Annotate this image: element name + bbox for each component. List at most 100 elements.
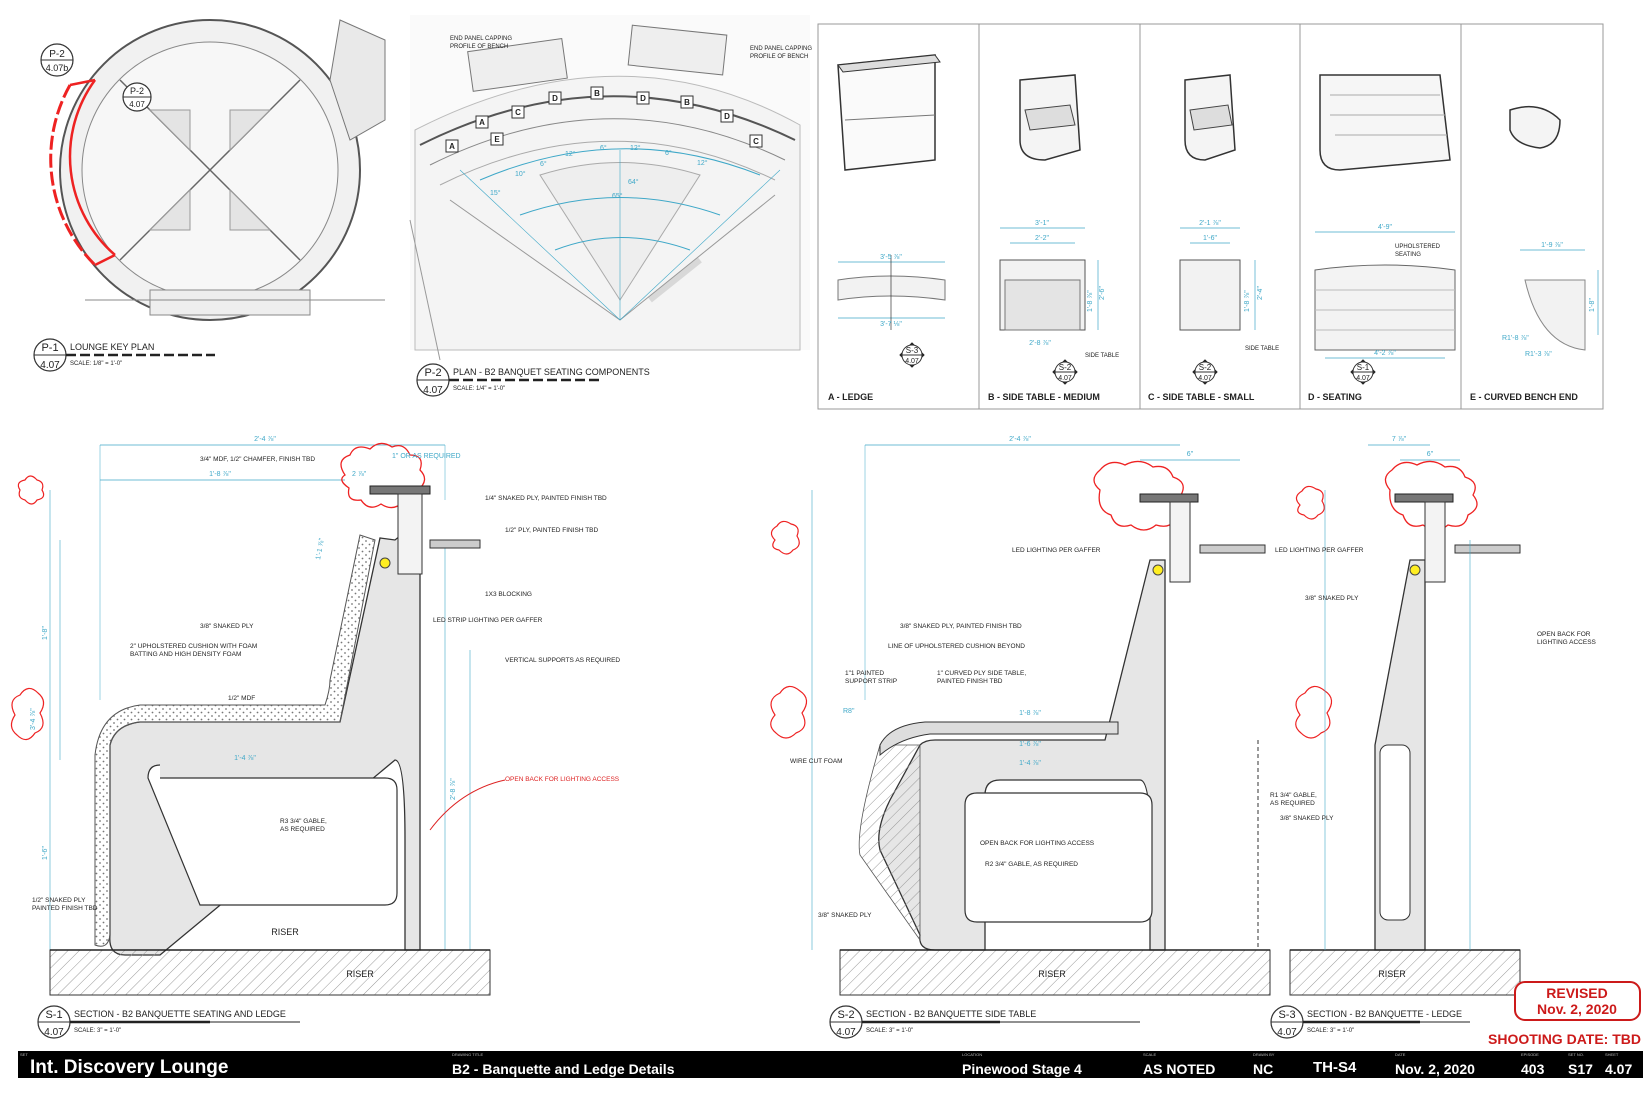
svg-text:LED LIGHTING PER GAFFER: LED LIGHTING PER GAFFER (1275, 547, 1364, 554)
svg-text:2'-6": 2'-6" (1099, 286, 1106, 300)
revision-stamp: REVISED Nov. 2, 2020 (1514, 981, 1641, 1021)
svg-text:64°: 64° (628, 178, 639, 186)
section-s3 (1289, 444, 1521, 996)
svg-text:3/8" SNAKED PLY, PAINTED FINIS: 3/8" SNAKED PLY, PAINTED FINISH TBD (900, 623, 1022, 630)
component-a-label: A - LEDGE (828, 392, 873, 402)
svg-text:SEATING: SEATING (1395, 252, 1421, 258)
svg-text:PROFILE OF BENCH: PROFILE OF BENCH (750, 54, 808, 60)
svg-text:6°: 6° (665, 149, 672, 157)
component-e-curved-bench-end: 1'-9 ⅞" 1'-8" R1'-8 ⅞" R1'-3 ⅞" E - CURV… (1470, 105, 1599, 402)
svg-text:1'-1 ⅞": 1'-1 ⅞" (315, 537, 326, 560)
svg-text:4.07: 4.07 (44, 1027, 64, 1038)
svg-text:6°: 6° (600, 144, 607, 152)
svg-text:Nov. 2, 2020: Nov. 2, 2020 (1537, 1001, 1617, 1017)
svg-text:1'-8 ⅞": 1'-8 ⅞" (1087, 290, 1094, 312)
svg-text:1/2" PLY, PAINTED FINISH TBD: 1/2" PLY, PAINTED FINISH TBD (505, 527, 599, 534)
svg-text:2'-8 ⅞": 2'-8 ⅞" (1029, 340, 1051, 347)
svg-text:2'-8 ⅞": 2'-8 ⅞" (450, 778, 457, 800)
key-plan (49, 15, 386, 321)
svg-text:2'-4 ⅞": 2'-4 ⅞" (254, 436, 276, 443)
svg-text:1" OR AS REQUIRED: 1" OR AS REQUIRED (392, 453, 461, 460)
svg-text:1/2" MDF: 1/2" MDF (228, 695, 255, 702)
svg-text:1'-6": 1'-6" (42, 846, 49, 860)
s2-dims: 2'-4 ⅞" 6" 1'-8 ⅞" 1'-6 ⅞" 1'-4 ⅞" R8" (843, 436, 1194, 767)
svg-text:4'-2 ⅞": 4'-2 ⅞" (1374, 350, 1396, 357)
svg-text:2 ⅞": 2 ⅞" (352, 471, 367, 478)
svg-text:1'-8": 1'-8" (42, 626, 49, 640)
svg-text:2'-1 ⅞": 2'-1 ⅞" (1199, 220, 1221, 227)
svg-text:SCALE: 3" = 1'-0": SCALE: 3" = 1'-0" (74, 1028, 121, 1034)
svg-text:2'-4 ⅞": 2'-4 ⅞" (1009, 436, 1031, 443)
svg-text:3'-4 ⅞": 3'-4 ⅞" (30, 708, 37, 730)
svg-text:3'-5 ⅞": 3'-5 ⅞" (880, 254, 902, 261)
svg-text:PAINTED FINISH TBD: PAINTED FINISH TBD (937, 678, 1003, 685)
svg-text:OPEN BACK FOR LIGHTING ACCESS: OPEN BACK FOR LIGHTING ACCESS (980, 840, 1095, 847)
svg-text:4.07: 4.07 (423, 385, 443, 396)
svg-text:12°: 12° (630, 144, 641, 152)
svg-text:6": 6" (1427, 451, 1434, 458)
svg-text:D: D (724, 112, 730, 121)
svg-text:A: A (449, 142, 455, 151)
svg-text:UPHOLSTERED: UPHOLSTERED (1395, 244, 1441, 250)
svg-text:6": 6" (1187, 451, 1194, 458)
svg-text:S-2: S-2 (837, 1009, 854, 1021)
svg-text:SIDE TABLE: SIDE TABLE (1085, 353, 1119, 359)
svg-text:15°: 15° (490, 189, 501, 197)
svg-text:LINE OF UPHOLSTERED CUSHION BE: LINE OF UPHOLSTERED CUSHION BEYOND (888, 643, 1025, 650)
svg-text:AS REQUIRED: AS REQUIRED (280, 826, 325, 833)
component-b-side-table-medium: 3'-1" 2'-2" 2'-6" 1'-8 ⅞" 2'-8 ⅞" SIDE T… (988, 74, 1119, 402)
svg-text:7 ⅞": 7 ⅞" (1392, 436, 1407, 443)
svg-text:EPISODE: EPISODE (1521, 1052, 1539, 1057)
svg-text:VERTICAL SUPPORTS AS REQUIRED: VERTICAL SUPPORTS AS REQUIRED (505, 657, 620, 664)
svg-text:1'-8 ⅞": 1'-8 ⅞" (1019, 710, 1041, 717)
plan-note-right: END PANEL CAPPING (750, 46, 812, 52)
key-plan-tag-p2: P-2 4.07 (122, 82, 152, 112)
svg-text:SECTION - B2 BANQUETTE SEATING: SECTION - B2 BANQUETTE SEATING AND LEDGE (74, 1009, 286, 1019)
svg-text:SCALE: 1/4" = 1'-0": SCALE: 1/4" = 1'-0" (453, 386, 505, 392)
svg-text:SECTION - B2 BANQUETTE SIDE TA: SECTION - B2 BANQUETTE SIDE TABLE (866, 1009, 1036, 1019)
svg-text:2" UPHOLSTERED CUSHION WITH FO: 2" UPHOLSTERED CUSHION WITH FOAM (130, 643, 257, 650)
svg-text:4.07: 4.07 (40, 360, 60, 371)
svg-text:1/2" SNAKED PLY: 1/2" SNAKED PLY (32, 897, 86, 904)
title-block: SET Int. Discovery Lounge DRAWING TITLE … (18, 1051, 1643, 1078)
svg-text:LOCATION: LOCATION (962, 1052, 982, 1057)
svg-text:S-2: S-2 (1059, 363, 1072, 372)
svg-text:A: A (479, 118, 485, 127)
svg-text:3'-1": 3'-1" (1035, 220, 1049, 227)
svg-text:SCALE: 3" = 1'-0": SCALE: 3" = 1'-0" (1307, 1028, 1354, 1034)
component-b-label: B - SIDE TABLE - MEDIUM (988, 392, 1100, 402)
svg-text:R1 3/4" GABLE,: R1 3/4" GABLE, (1270, 792, 1317, 799)
s2-notes: LED LIGHTING PER GAFFER 3/8" SNAKED PLY,… (790, 547, 1101, 979)
svg-text:6°: 6° (540, 160, 547, 168)
svg-text:RISER: RISER (1378, 969, 1406, 979)
episode: 403 (1521, 1061, 1545, 1077)
component-a-ledge: 3'-5 ⅞" 3'-7 ⅛" S-3 4.07 A - LEDGE (828, 54, 946, 402)
svg-text:R2 3/4" GABLE, AS REQUIRED: R2 3/4" GABLE, AS REQUIRED (985, 861, 1078, 868)
svg-text:10°: 10° (515, 170, 526, 178)
svg-text:12°: 12° (697, 159, 708, 167)
svg-text:1'-9 ⅞": 1'-9 ⅞" (1541, 242, 1563, 249)
svg-text:1'-6 ⅞": 1'-6 ⅞" (1019, 741, 1041, 748)
svg-text:S-1: S-1 (45, 1009, 62, 1021)
svg-text:P-2: P-2 (49, 49, 65, 60)
svg-text:1'-8": 1'-8" (1589, 298, 1596, 312)
svg-text:4.07: 4.07 (1356, 375, 1370, 382)
svg-text:P-2: P-2 (424, 367, 441, 379)
svg-text:B: B (594, 89, 600, 98)
svg-text:3/8" SNAKED PLY: 3/8" SNAKED PLY (200, 623, 254, 630)
svg-text:LED LIGHTING PER GAFFER: LED LIGHTING PER GAFFER (1012, 547, 1101, 554)
svg-text:PLAN - B2 BANQUET SEATING COMP: PLAN - B2 BANQUET SEATING COMPONENTS (453, 367, 650, 377)
key-plan-tag-p2b: P-2 4.07b (40, 43, 74, 77)
svg-text:2'-4": 2'-4" (1257, 286, 1264, 300)
s3-title: S-3 4.07 SECTION - B2 BANQUETTE - LEDGE … (1270, 1005, 1470, 1039)
shooting-date: SHOOTING DATE: TBD (1488, 1031, 1641, 1047)
svg-text:SCALE: 3" = 1'-0": SCALE: 3" = 1'-0" (866, 1028, 913, 1034)
svg-text:3'-7 ⅛": 3'-7 ⅛" (880, 321, 902, 328)
svg-text:12°: 12° (565, 150, 576, 158)
svg-text:1X3 BLOCKING: 1X3 BLOCKING (485, 591, 532, 598)
svg-text:D: D (552, 94, 558, 103)
drawn-by: NC (1253, 1061, 1273, 1077)
sheet-number: 4.07 (1605, 1061, 1632, 1077)
project-code: TH-S4 (1313, 1059, 1357, 1076)
